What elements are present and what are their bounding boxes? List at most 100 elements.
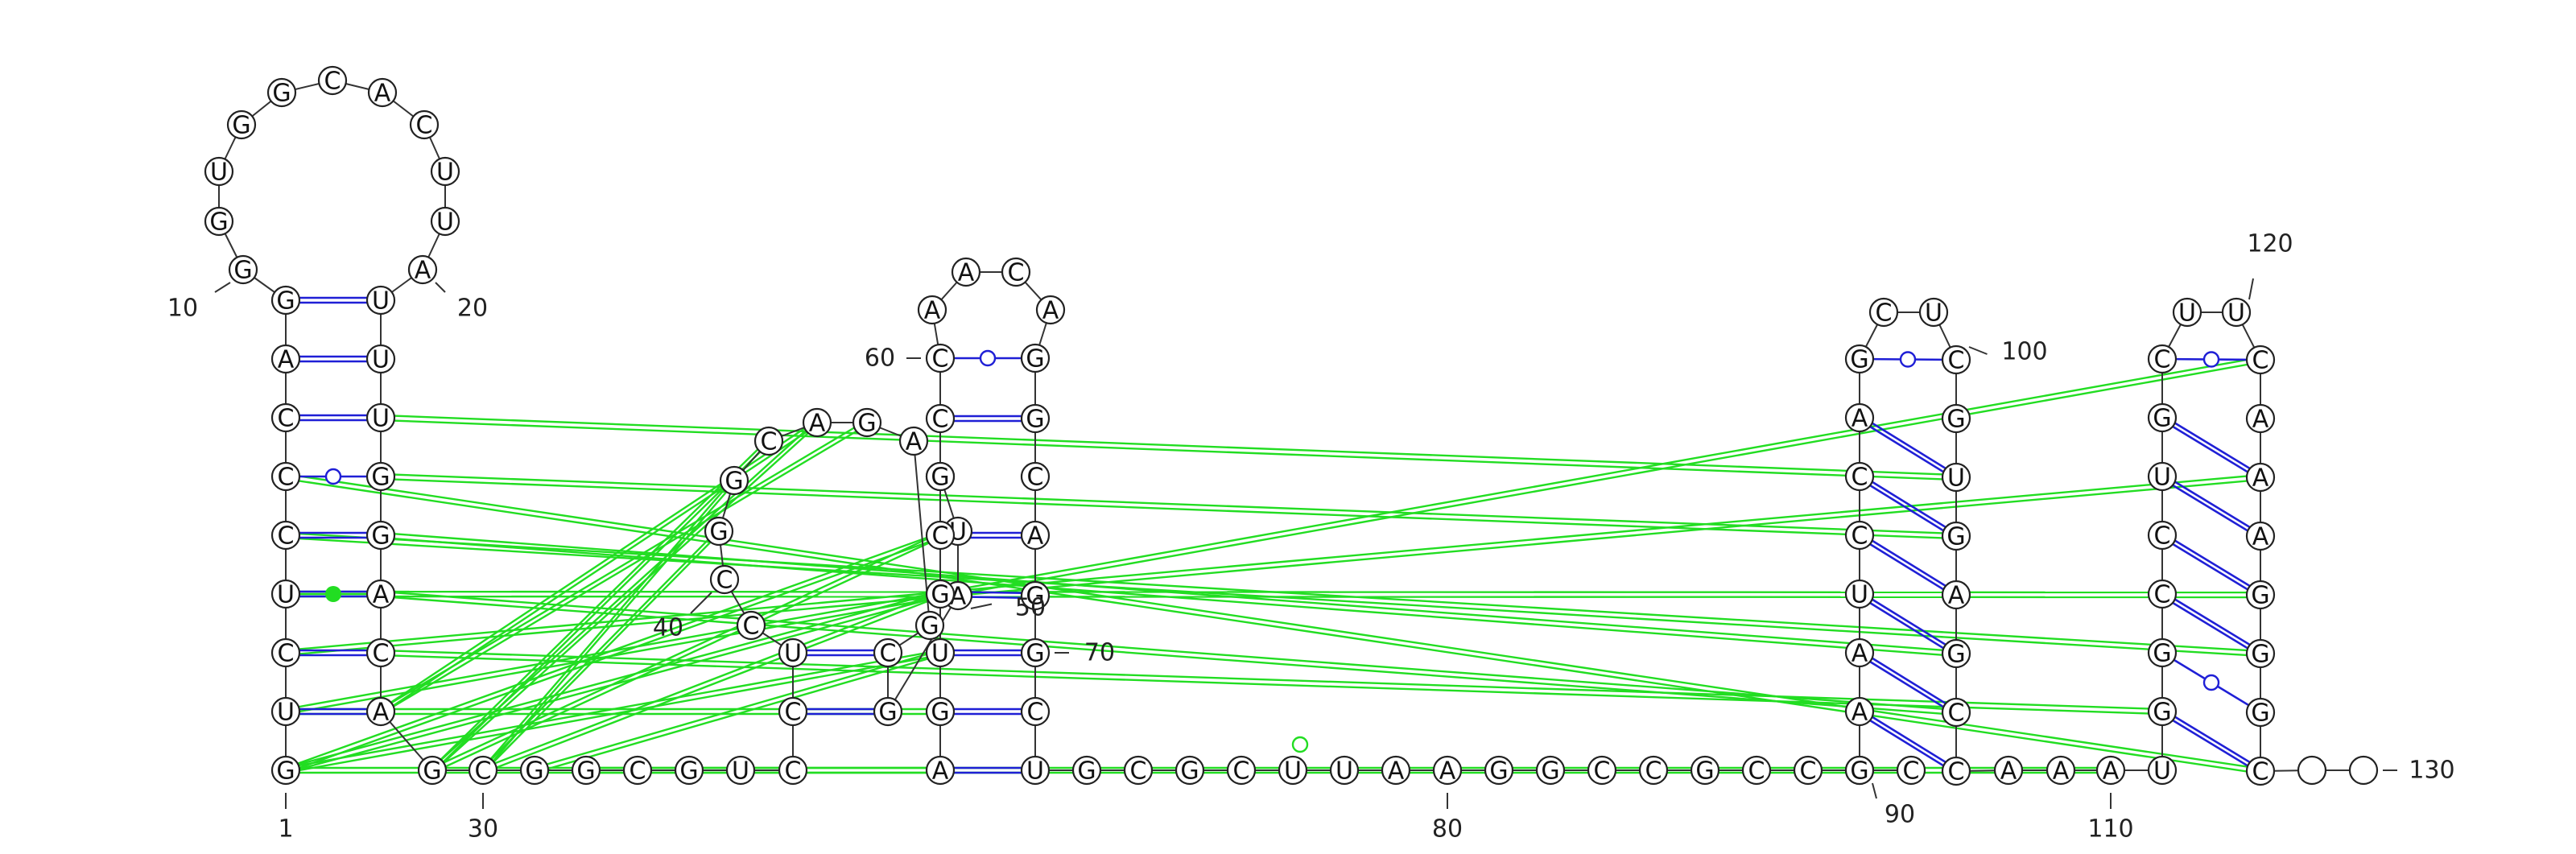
position-label: 40 (653, 592, 712, 642)
position-label-text: 1 (278, 815, 293, 844)
nucleotide: G (1535, 755, 1566, 786)
nucleotide-letter: C (932, 406, 949, 434)
nucleotide-letter: U (1335, 757, 1353, 786)
nucleotide: U (2172, 297, 2202, 328)
nucleotide: G (365, 520, 396, 551)
pseudoknot-pair-line (380, 472, 1957, 535)
nucleotide-letter: G (1946, 641, 1965, 669)
nucleotide-letter: C (1027, 699, 1044, 727)
nucleotide-letter: G (1850, 346, 1868, 374)
base-pair-line (1859, 414, 1957, 477)
nucleotide: C (2245, 344, 2276, 375)
nucleotide-letter: C (1130, 757, 1147, 786)
nucleotide-letter: G (1695, 757, 1714, 786)
position-label: 50 (970, 594, 1046, 622)
nucleotide-letter: U (277, 699, 295, 727)
pseudoknot-pair-line (380, 423, 818, 716)
base-pair-line (1859, 477, 1957, 540)
pseudoknot-pair-line (482, 595, 941, 774)
position-label: 1 (278, 793, 294, 844)
nucleotide-letter: G (1946, 523, 1965, 551)
nucleotide: U (1329, 755, 1360, 786)
nucleotide: C (2147, 520, 2178, 551)
nucleotide: C (1001, 257, 1031, 287)
nucleotide: C (468, 755, 498, 786)
pseudoknot-pair-line (534, 654, 941, 774)
nucleotide: U (365, 285, 396, 316)
nucleotide-letter: U (931, 640, 949, 668)
nucleotide: G (914, 610, 945, 641)
nucleotide-letter: G (2251, 582, 2269, 610)
nucleotide: G (1844, 344, 1875, 374)
pseudoknot-pair-line (285, 477, 2261, 775)
nucleotide-letter: U (372, 346, 390, 374)
base-pair-line (2161, 590, 2261, 653)
nucleotide-letter: G (233, 257, 252, 285)
nucleotide: C (1226, 755, 1257, 786)
base-pair-line (2161, 708, 2261, 770)
nucleotide-letter: U (2153, 464, 2171, 492)
nucleotide-letter: U (1284, 757, 1302, 786)
nucleotide-letter: G (2153, 699, 2171, 727)
nucleotide: G (1941, 638, 1971, 669)
nucleotide-letter: G (679, 757, 698, 786)
base-pair-line (1859, 531, 1957, 594)
nucleotide: U (430, 206, 460, 237)
position-label-text: 50 (1015, 594, 1046, 622)
nucleotide: G (873, 696, 903, 727)
nucleotide: C (1587, 755, 1617, 786)
nucleotide: G (925, 696, 956, 727)
pseudoknot-pair-line (380, 414, 1957, 477)
nucleotide: A (367, 77, 398, 108)
nucleotide: U (725, 755, 756, 786)
pseudoknot-pair-line (534, 649, 941, 769)
nucleotide: A (2245, 521, 2276, 551)
position-label-text: 120 (2247, 230, 2293, 258)
nucleotide: G (417, 755, 448, 786)
nucleotide: C (1941, 697, 1971, 728)
noncanonical-pair-marker (325, 586, 341, 602)
nucleotide-letter: A (2252, 464, 2269, 493)
nucleotide-letter: C (475, 757, 492, 786)
nucleotide: C (925, 343, 956, 373)
nucleotide: U (430, 156, 460, 187)
position-label-text: 30 (468, 815, 498, 844)
backbone-segment (887, 595, 959, 712)
nucleotide: A (1844, 402, 1875, 433)
nucleotide-letter: C (761, 428, 778, 456)
nucleotide: U (2221, 297, 2252, 328)
position-label: 130 (2383, 757, 2455, 785)
nucleotide: G (852, 407, 882, 438)
nucleotide: C (270, 402, 301, 433)
nucleotide: C (365, 637, 396, 668)
pseudoknot-pair-line (285, 590, 941, 769)
nucleotide-letter: C (932, 522, 949, 551)
nucleotide-letter: A (373, 699, 390, 727)
nucleotide-letter: G (1026, 406, 1044, 434)
nucleotide: G (365, 461, 396, 492)
nucleotide: C (270, 637, 301, 668)
nucleotide-letter: G (276, 287, 295, 316)
nucleotide: G (270, 755, 301, 786)
base-pair-line (1859, 708, 1957, 770)
nucleotide: A (1993, 755, 2024, 786)
nucleotide: U (270, 579, 301, 609)
nucleotide: A (1941, 580, 1971, 610)
nucleotide: A (802, 407, 832, 438)
nucleotide: G (1174, 755, 1205, 786)
nucleotide: C (1123, 755, 1154, 786)
nucleotide-letter: A (2103, 757, 2120, 786)
nucleotide-letter: C (1948, 699, 1965, 728)
nucleotide: C (1941, 344, 1971, 375)
nucleotide-letter: A (278, 346, 295, 374)
pseudoknot-pair-line (380, 595, 1957, 716)
pseudoknot-pair-line (482, 477, 735, 769)
nucleotide-letter: G (920, 613, 939, 641)
nucleotide-letter: A (932, 757, 949, 786)
nucleotide: G (228, 254, 258, 285)
nucleotide: U (925, 637, 956, 668)
nucleotide: C (270, 520, 301, 551)
position-label-text: 70 (1084, 639, 1115, 667)
base-pair-line (1859, 712, 1957, 775)
